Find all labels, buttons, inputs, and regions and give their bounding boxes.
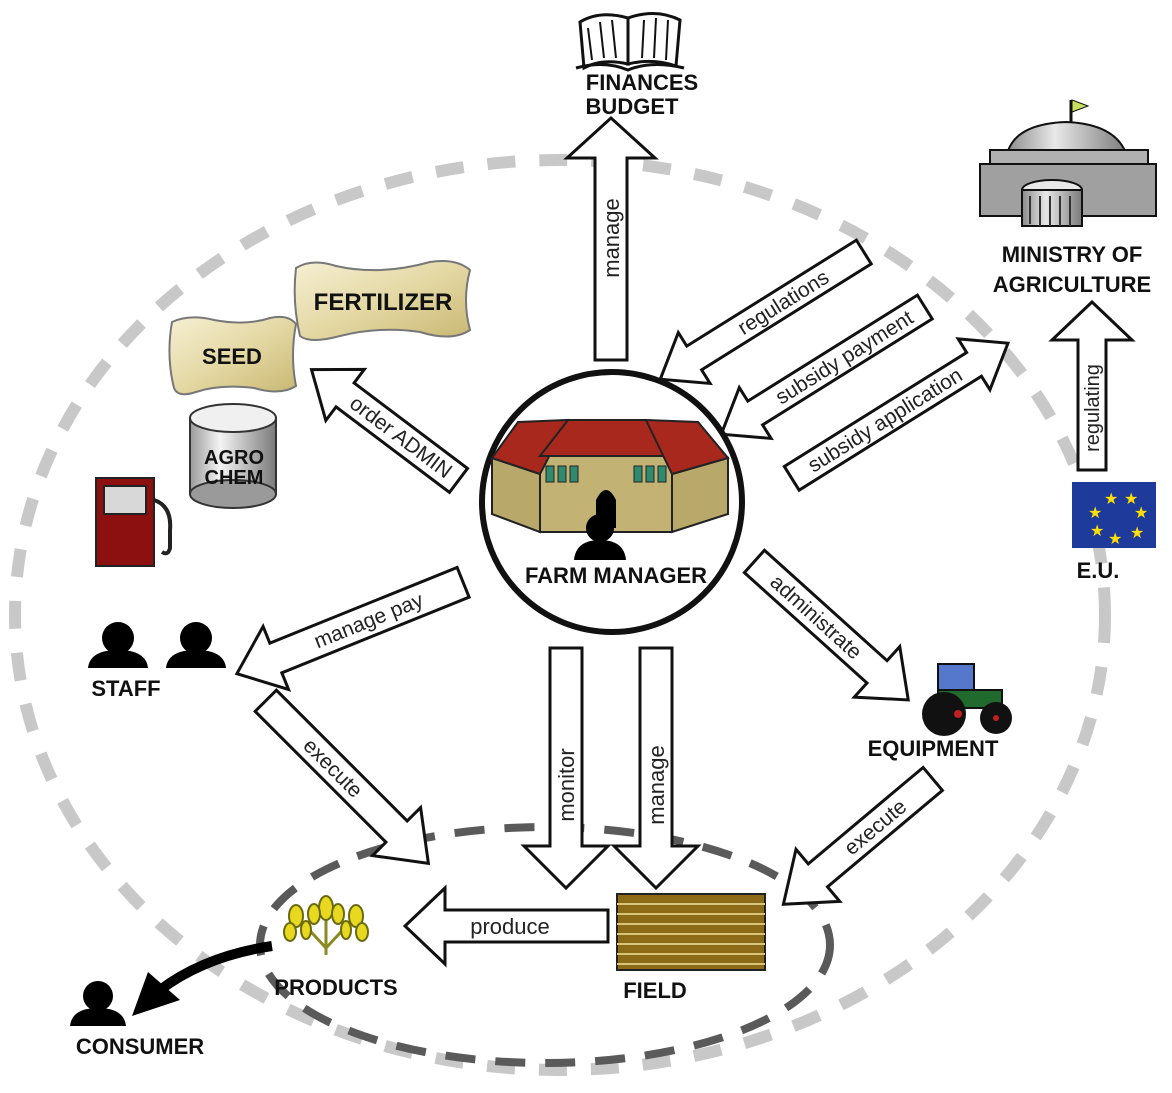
agrochem-label-line2: CHEM <box>205 467 264 489</box>
field-label: FIELD <box>623 978 687 1003</box>
arrow-order-admin: order ADMIN <box>309 367 470 495</box>
arrow-subsidy-payment: subsidy payment <box>719 293 935 441</box>
seed-node: SEED <box>168 315 298 396</box>
fertilizer-sack-icon <box>293 260 472 341</box>
edge-label-monitor: monitor <box>554 748 579 821</box>
equipment-label: EQUIPMENT <box>868 736 999 761</box>
products-node: PRODUCTS <box>274 895 398 1000</box>
ministry-node: MINISTRY OF AGRICULTURE <box>979 99 1157 297</box>
arrow-administrate: administrate <box>742 548 911 702</box>
farmhouse-icon <box>490 418 730 534</box>
farm-manager-node: FARM MANAGER <box>479 369 745 635</box>
svg-text:★: ★ <box>1124 489 1138 508</box>
edge-label-regulations: regulations <box>734 266 833 340</box>
svg-text:★: ★ <box>1108 529 1122 548</box>
arrow-regulating: regulating <box>1048 299 1136 472</box>
svg-text:★: ★ <box>1104 489 1118 508</box>
svg-text:★: ★ <box>1090 521 1104 540</box>
products-label: PRODUCTS <box>274 975 397 1000</box>
ministry-label-line2: AGRICULTURE <box>993 272 1151 297</box>
svg-text:★: ★ <box>1130 523 1144 542</box>
tractor-icon <box>922 663 1012 736</box>
finances-label: FINANCES <box>586 70 698 95</box>
staff-people-icon <box>88 622 226 668</box>
fertilizer-node: FERTILIZER <box>293 260 472 341</box>
edge-label-order-admin: order ADMIN <box>345 392 456 483</box>
arrow-regulations: regulations <box>658 238 874 386</box>
edge-label-administrate: administrate <box>766 571 866 665</box>
arrow-products-to-consumer <box>132 941 273 1016</box>
agrochem-node: AGRO CHEM <box>189 403 277 509</box>
svg-text:★: ★ <box>1088 503 1102 522</box>
arrow-execute-equipment: execute <box>781 765 945 906</box>
arrow-execute-staff: execute <box>253 688 431 866</box>
edge-label-regulating: regulating <box>1082 364 1104 452</box>
wheat-icon <box>283 895 369 955</box>
chemical-barrel-icon <box>189 403 277 509</box>
fuel-pump-icon <box>95 477 173 567</box>
arrow-manage-pay: manage pay <box>234 565 472 692</box>
agrochem-label-line1: AGRO <box>204 447 264 469</box>
eu-stars: ★ ★ ★ ★ ★ ★ ★ <box>1088 489 1148 548</box>
arrow-produce: produce <box>402 884 610 968</box>
edge-label-produce: produce <box>470 914 550 939</box>
edge-label-subsidy-payment: subsidy payment <box>772 306 918 409</box>
budget-label: BUDGET <box>586 94 679 119</box>
eu-label: E.U. <box>1077 558 1120 583</box>
seed-label: SEED <box>202 344 262 369</box>
edge-label-manage-finances: manage <box>599 198 624 278</box>
staff-label: STAFF <box>91 676 160 701</box>
field-node: FIELD <box>616 893 766 1003</box>
staff-node: STAFF <box>88 622 226 701</box>
fertilizer-label: FERTILIZER <box>314 289 453 316</box>
eu-flag-icon <box>1072 482 1156 548</box>
finances-node: FINANCES BUDGET <box>575 12 698 119</box>
organization-boundary-ring <box>9 154 1111 1076</box>
farm-manager-label: FARM MANAGER <box>525 563 707 588</box>
arrow-subsidy-application: subsidy application <box>782 337 1011 493</box>
svg-text:★: ★ <box>1134 503 1148 522</box>
consumer-node: CONSUMER <box>70 981 204 1059</box>
open-book-icon <box>575 12 685 72</box>
consumer-label: CONSUMER <box>76 1034 204 1059</box>
consumer-person-icon <box>70 981 126 1026</box>
farm-manager-person-icon <box>574 514 626 560</box>
arrow-monitor: monitor <box>520 646 612 891</box>
equipment-node: EQUIPMENT <box>868 663 1012 761</box>
arrow-manage-finances: manage <box>563 115 659 362</box>
arrow-manage-field: manage <box>610 646 702 891</box>
field-plot-icon <box>616 893 766 971</box>
edge-label-manage-field: manage <box>644 745 669 825</box>
ministry-label-line1: MINISTRY OF <box>1002 242 1143 267</box>
seed-sack-icon <box>168 315 298 396</box>
government-building-icon <box>979 99 1157 227</box>
eu-node: ★ ★ ★ ★ ★ ★ ★ E.U. <box>1072 482 1156 583</box>
